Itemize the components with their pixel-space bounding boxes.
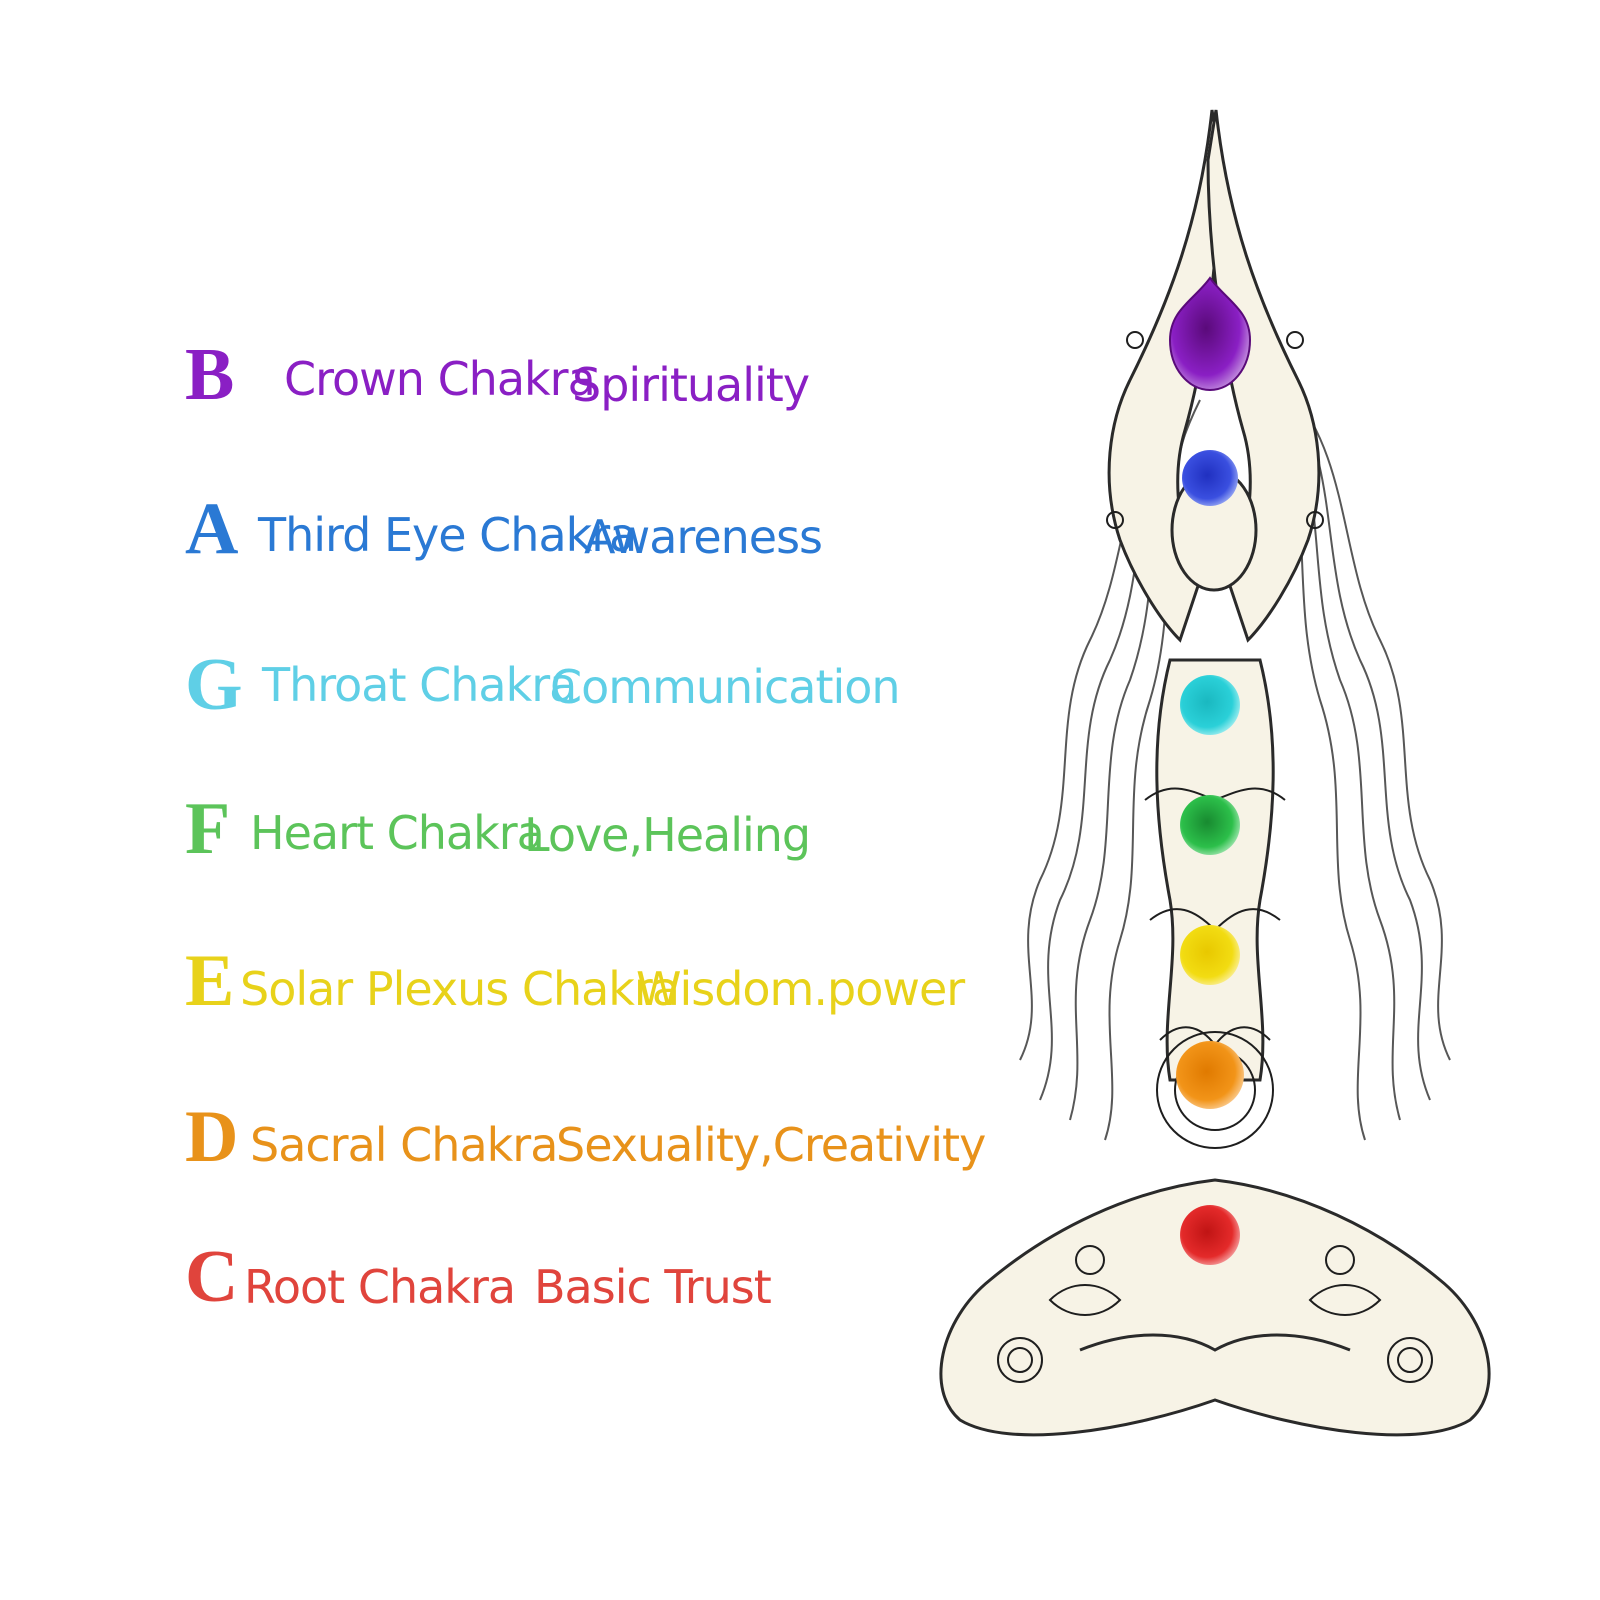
chakra-name: Sacral Chakra [250,1118,558,1172]
chakra-meaning: Love,Healing [524,808,811,862]
chakra-orbs [1168,276,1252,1265]
legend-letter: G [185,644,243,726]
crown-chakra-orb [1168,276,1252,392]
meditating-woman-illustration [930,100,1550,1450]
chakra-meaning: Sexuality,Creativity [556,1118,986,1172]
decorative-pattern [997,331,1433,1383]
third-eye-chakra-orb [1182,450,1238,506]
chakra-meaning: Basic Trust [534,1260,772,1314]
chakra-name: Root Chakra [244,1260,516,1314]
chakra-meaning: Communication [550,660,901,714]
legend-row-solar-plexus: E Solar Plexus Chakra Wisdom.power [0,940,965,1034]
legend-letter: A [185,488,239,570]
heart-chakra-orb [1180,795,1240,855]
legend-row-third-eye: A Third Eye Chakra Awareness [0,492,940,582]
meditating-woman-icon [939,109,1491,1437]
legend-letter: D [185,1096,239,1178]
chakra-name: Crown Chakra [284,352,596,406]
chakra-name: Throat Chakra [262,658,577,712]
chakra-legend: B Crown Chakra Spirituality A Third Eye … [0,338,986,1330]
legend-row-root: C Root Chakra Basic Trust [0,1240,940,1330]
chakra-meaning: Spirituality [572,358,810,412]
chakra-meaning: Awareness [584,510,823,564]
root-chakra-orb [1180,1205,1240,1265]
legend-letter: F [185,788,231,870]
legend-row-crown: B Crown Chakra Spirituality [0,338,940,428]
chakra-name: Third Eye Chakra [258,508,637,562]
legend-letter: E [185,940,235,1022]
chakra-meaning: Wisdom.power [636,962,965,1016]
legend-row-sacral: D Sacral Chakra Sexuality,Creativity [0,1096,986,1190]
sacral-chakra-orb [1176,1041,1244,1109]
body [939,109,1491,1437]
legend-row-throat: G Throat Chakra Communication [0,648,940,738]
throat-chakra-orb [1180,675,1240,735]
chakra-name: Solar Plexus Chakra [240,962,680,1016]
legend-letter: C [185,1236,239,1318]
legend-letter: B [185,334,235,416]
chakra-name: Heart Chakra [250,806,545,860]
legend-row-heart: F Heart Chakra Love,Healing [0,792,940,882]
solar-plexus-chakra-orb [1180,925,1240,985]
